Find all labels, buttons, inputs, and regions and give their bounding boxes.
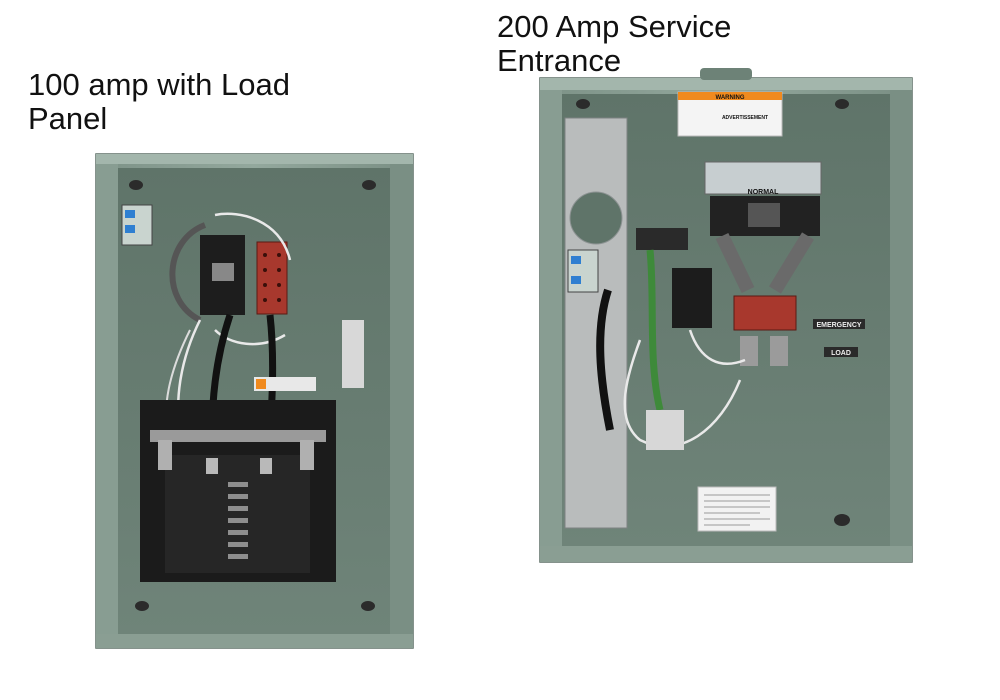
warning-text: WARNING bbox=[716, 95, 745, 101]
spec-label bbox=[342, 320, 364, 388]
knockout-hole bbox=[362, 180, 376, 190]
transfer-switch-cover bbox=[704, 161, 822, 195]
caption-200-amp-service-entrance: 200 Amp Service Entrance bbox=[497, 10, 857, 78]
caption-100-amp-load-panel: 100 amp with Load Panel bbox=[28, 68, 408, 136]
ground-bar bbox=[646, 410, 684, 450]
knockout-hole bbox=[129, 180, 143, 190]
caption-text: 200 Amp Service Entrance bbox=[497, 9, 732, 78]
emergency-label: EMERGENCY bbox=[816, 322, 861, 329]
knockout-hole bbox=[361, 601, 375, 611]
instruction-label bbox=[697, 486, 777, 532]
right-enclosure: WARNING ADVERTISSEMENT NORMAL EMERGENCY … bbox=[539, 68, 913, 563]
load-label: LOAD bbox=[831, 350, 851, 357]
warning-label bbox=[254, 377, 316, 391]
knockout-hole bbox=[135, 601, 149, 611]
caption-text: 100 amp with Load Panel bbox=[28, 67, 290, 136]
advertissement-text: ADVERTISSEMENT bbox=[722, 115, 768, 121]
knockout-hole bbox=[835, 99, 849, 109]
mounting-bracket bbox=[564, 117, 628, 529]
ground-wire bbox=[646, 249, 664, 411]
hub-fitting bbox=[700, 68, 752, 80]
relay-assembly bbox=[672, 268, 712, 328]
knockout-hole bbox=[834, 514, 850, 526]
normal-label: NORMAL bbox=[748, 189, 779, 196]
terminal-block bbox=[733, 295, 797, 331]
left-enclosure bbox=[95, 153, 414, 649]
knockout-hole bbox=[576, 99, 590, 109]
terminal-block bbox=[256, 241, 288, 315]
